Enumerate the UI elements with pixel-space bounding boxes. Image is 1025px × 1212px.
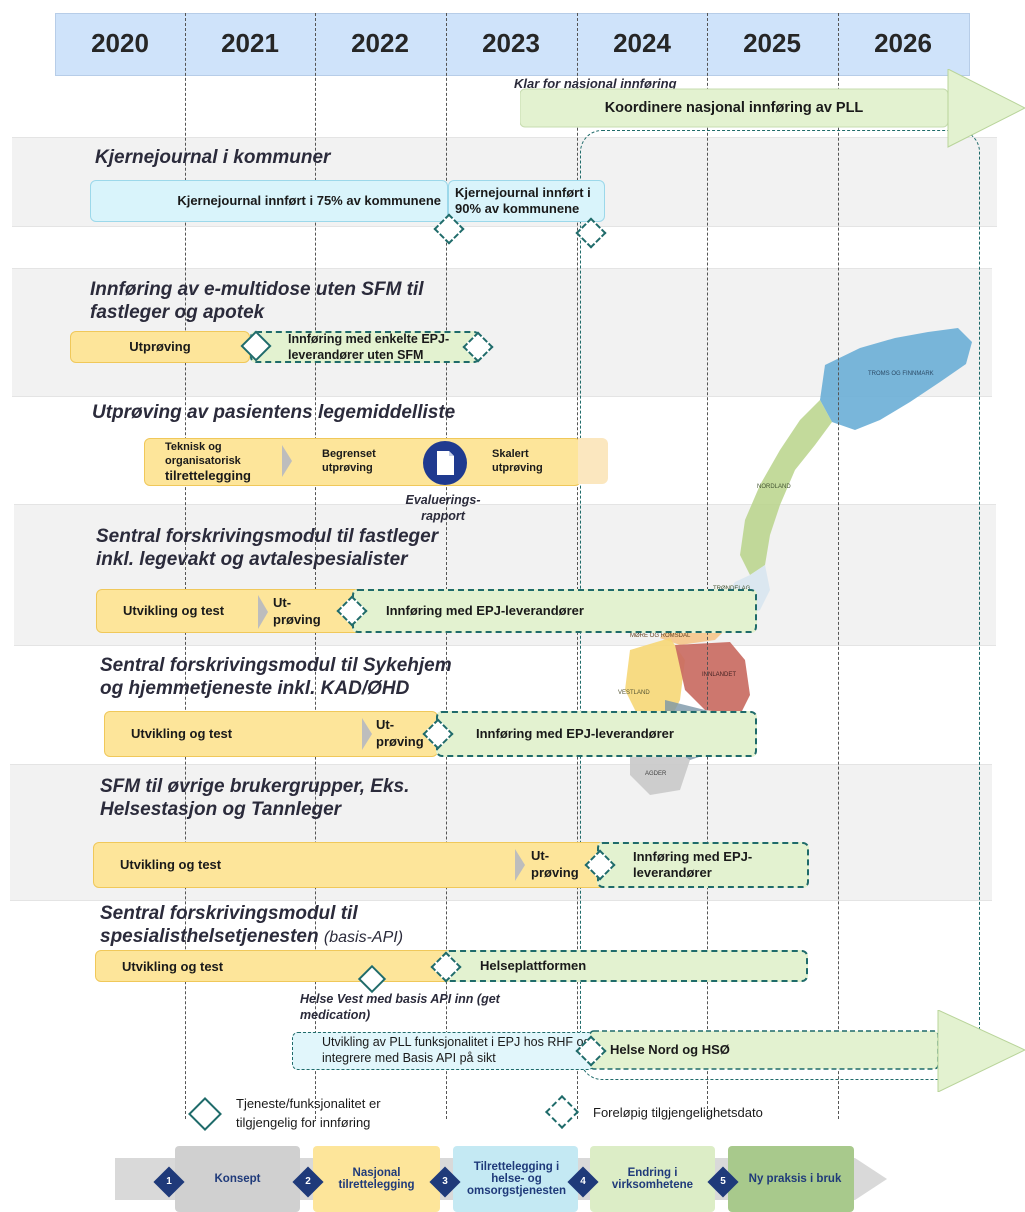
sfm-fastleger-bar-dev: Utvikling og test bbox=[96, 589, 364, 633]
phase-4-number: 4 bbox=[567, 1166, 599, 1198]
sfm-sykehjem-title: Sentral forskrivingsmodul til Sykehjem o… bbox=[100, 655, 452, 699]
pll-bar1-line2: tilrettelegging bbox=[165, 468, 251, 483]
year-2026: 2026 bbox=[874, 28, 932, 58]
sfm-ovrige-title: SFM til øvrige brukergrupper, Eks. Helse… bbox=[100, 776, 410, 820]
sfm-ovrige-bar-proving: Ut-prøving bbox=[531, 848, 579, 880]
phase-5-number: 5 bbox=[707, 1166, 739, 1198]
map-nordland bbox=[740, 400, 832, 575]
map-label-agder: AGDER bbox=[645, 771, 667, 777]
phase-5-label: Ny praksis i bruk bbox=[748, 1173, 842, 1185]
phase-3: Tilrettelegging i helse- og omsorgstjene… bbox=[453, 1146, 578, 1212]
emultidose-bar-innforing: Innføring med enkelte EPJ-leverandører u… bbox=[250, 331, 480, 363]
sfm-spes-bar-nord-hso: Helse Nord og HSØ bbox=[610, 1042, 730, 1057]
year-2023: 2023 bbox=[482, 28, 540, 58]
sfm-sykehjem-bar-dev: Utvikling og test bbox=[104, 711, 438, 757]
phase-2: Nasjonal tilrettelegging bbox=[313, 1146, 440, 1212]
national-title: Klar for nasjonal innføring bbox=[514, 76, 677, 91]
phase-4: Endring i virksomhetene bbox=[590, 1146, 715, 1212]
sfm-fastleger-title: Sentral forskrivingsmodul til fastleger … bbox=[96, 526, 439, 570]
sfm-fastleger-bar-innforing: Innføring med EPJ-leverandører bbox=[352, 589, 757, 633]
pll-chevron-1 bbox=[282, 445, 292, 477]
phase-1-label: Konsept bbox=[214, 1173, 261, 1185]
map-label-more: MØRE OG ROMSDAL bbox=[630, 633, 691, 639]
national-bar-label: Koordinere nasjonal innføring av PLL bbox=[604, 100, 864, 116]
phase-5: Ny praksis i bruk bbox=[728, 1146, 854, 1212]
sfm-sykehjem-bar-innforing: Innføring med EPJ-leverandører bbox=[436, 711, 757, 757]
gridline-2025 bbox=[707, 13, 708, 1119]
pll-bar2: Begrenset utprøving bbox=[322, 448, 376, 474]
pll-bar3: Skalert utprøving bbox=[492, 448, 543, 474]
sfm-ovrige-bar-innforing: Innføring med EPJ-leverandører bbox=[597, 842, 809, 888]
national-arrow bbox=[520, 69, 1025, 148]
sfm-spes-bar-helseplattformen: Helseplattformen bbox=[444, 950, 808, 982]
sfm-sykehjem-bar-proving: Ut-prøving bbox=[376, 717, 424, 749]
sfm-sykehjem-chevron bbox=[362, 718, 372, 750]
sfm-spes-title-main: Sentral forskrivingsmodul til spesialist… bbox=[100, 903, 358, 947]
emultidose-bar-utproving: Utprøving bbox=[70, 331, 250, 363]
pll-bar1: Teknisk og organisatorisk tilretteleggin… bbox=[165, 440, 275, 483]
year-2021: 2021 bbox=[221, 28, 279, 58]
emultidose-title: Innføring av e-multidose uten SFM til fa… bbox=[90, 279, 424, 323]
year-2022: 2022 bbox=[351, 28, 409, 58]
pll-bar1-line1: Teknisk og organisatorisk bbox=[165, 441, 241, 467]
year-header bbox=[55, 13, 970, 76]
year-2024: 2024 bbox=[613, 28, 671, 58]
sfm-spes-title-sub: (basis-API) bbox=[323, 929, 404, 946]
map-agder bbox=[630, 745, 690, 795]
pll-bar-extension bbox=[578, 438, 608, 484]
sfm-spes-note: Helse Vest med basis API inn (get medica… bbox=[300, 992, 500, 1022]
kjernejournal-title: Kjernejournal i kommuner bbox=[95, 147, 331, 168]
document-icon bbox=[423, 441, 467, 485]
sfm-spes-bar-pll-dev-label: Utvikling av PLL funksjonalitet i EPJ ho… bbox=[322, 1035, 591, 1065]
gridline-2021 bbox=[185, 13, 186, 1119]
map-label-troms: TROMS OG FINNMARK bbox=[868, 371, 934, 377]
sfm-spes-bar-pll-dev bbox=[292, 1032, 594, 1070]
gridline-2026 bbox=[838, 13, 839, 1119]
gridline-2022 bbox=[315, 13, 316, 1119]
sfm-spes-arrow bbox=[590, 1010, 1025, 1092]
sfm-fastleger-bar-proving: Ut-prøving bbox=[273, 595, 321, 627]
map-label-vestland: VESTLAND bbox=[618, 690, 650, 696]
sfm-spes-bar-dev: Utvikling og test bbox=[95, 950, 460, 982]
legend-solid-diamond bbox=[188, 1097, 222, 1131]
map-innlandet bbox=[675, 642, 750, 715]
phase-4-label: Endring i virksomhetene bbox=[611, 1167, 694, 1191]
kjernejournal-bar-90: Kjernejournal innført i 90% av kommunene bbox=[448, 180, 605, 222]
sfm-ovrige-chevron bbox=[515, 849, 525, 881]
pll-title: Utprøving av pasientens legemiddelliste bbox=[92, 402, 456, 423]
sfm-ovrige-bar-dev: Utvikling og test bbox=[93, 842, 605, 888]
pll-evaluation-note: Evaluerings-rapport bbox=[405, 493, 481, 523]
gridline-2023 bbox=[446, 13, 447, 1119]
phase-2-number: 2 bbox=[292, 1166, 324, 1198]
map-label-innlandet: INNLANDET bbox=[702, 672, 736, 678]
legend-dashed-diamond bbox=[545, 1095, 579, 1129]
year-2025: 2025 bbox=[743, 28, 801, 58]
legend-solid-label: Tjeneste/funksjonalitet er tilgjengelig … bbox=[236, 1096, 381, 1130]
map-label-nordland: NORDLAND bbox=[757, 484, 791, 490]
phase-3-number: 3 bbox=[429, 1166, 461, 1198]
gridline-2024 bbox=[577, 13, 578, 1119]
phase-1-number: 1 bbox=[153, 1166, 185, 1198]
year-2020: 2020 bbox=[91, 28, 149, 58]
phase-2-label: Nasjonal tilrettelegging bbox=[338, 1167, 415, 1191]
phase-1: Konsept bbox=[175, 1146, 300, 1212]
map-troms-finnmark bbox=[820, 328, 972, 430]
sfm-fastleger-chevron bbox=[258, 595, 268, 629]
legend-dashed-label: Foreløpig tilgjengelighetsdato bbox=[593, 1105, 763, 1120]
phase-3-label: Tilrettelegging i helse- og omsorgstjene… bbox=[466, 1161, 567, 1197]
sfm-spes-title: Sentral forskrivingsmodul til spesialist… bbox=[100, 902, 460, 949]
kjernejournal-bar-75: Kjernejournal innført i 75% av kommunene bbox=[90, 180, 448, 222]
pll-bar-background bbox=[144, 438, 581, 486]
